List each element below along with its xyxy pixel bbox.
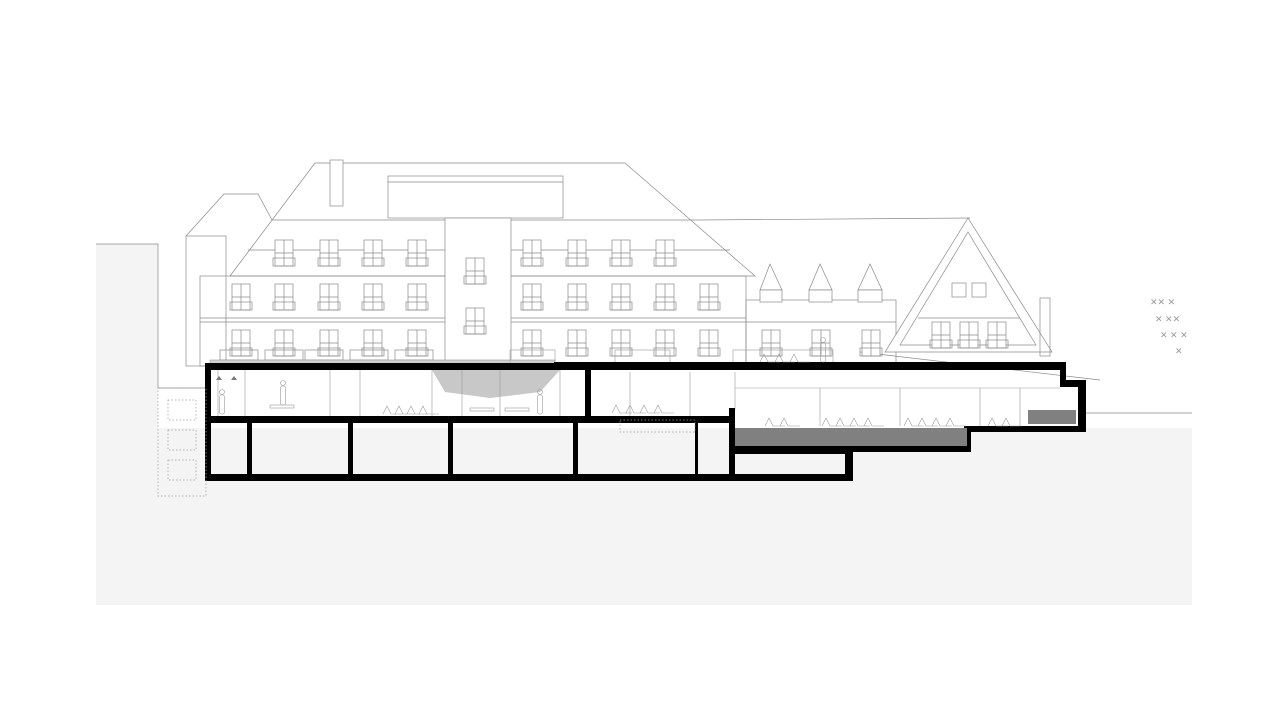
window-icon xyxy=(985,321,1009,349)
window-icon xyxy=(859,329,883,357)
lounger-icon xyxy=(394,405,415,415)
window-icon xyxy=(971,282,987,298)
lounger-icon xyxy=(764,417,785,427)
window-icon xyxy=(609,239,633,267)
lounger-icon xyxy=(903,417,924,427)
window-icon xyxy=(405,239,429,267)
stair-core xyxy=(157,387,696,497)
pendant-lamp-icon xyxy=(231,376,237,380)
pool-water xyxy=(735,428,967,446)
window-icon xyxy=(697,283,721,311)
lounger-icon xyxy=(774,353,795,363)
lounger-icon xyxy=(759,353,780,363)
window-icon xyxy=(361,239,385,267)
window-icon xyxy=(759,329,783,357)
tree-symbol-icon: ✕ ✕✕ xyxy=(1155,314,1180,324)
window-icon xyxy=(272,329,296,357)
window-icon xyxy=(609,329,633,357)
lounger-icon xyxy=(789,353,810,363)
window-icon xyxy=(229,283,253,311)
dormer-row xyxy=(759,263,883,303)
tree-symbols: ✕✕ ✕ ✕ ✕✕ ✕ ✕ ✕ ✕ xyxy=(1150,297,1188,356)
window-icon xyxy=(565,329,589,357)
lounger-icon xyxy=(418,405,439,415)
lounger-icon xyxy=(945,417,966,427)
lounger-icon xyxy=(1001,417,1022,427)
tree-symbol-icon: ✕ xyxy=(1175,346,1183,356)
window-icon xyxy=(272,239,296,267)
window-icon xyxy=(405,329,429,357)
lounger-icon xyxy=(639,404,660,414)
window-icon xyxy=(951,282,967,298)
neighbouring-wall-outline xyxy=(96,243,205,389)
lounger-icon xyxy=(863,417,884,427)
ground-fill xyxy=(96,428,1192,605)
window-icon xyxy=(317,329,341,357)
window-icon xyxy=(317,239,341,267)
window-icon xyxy=(463,307,487,335)
window-icon xyxy=(653,239,677,267)
window-icon xyxy=(361,329,385,357)
neighbouring-wall-left xyxy=(96,244,158,428)
window-icon xyxy=(653,329,677,357)
window-icon xyxy=(229,329,253,357)
window-icon xyxy=(361,283,385,311)
lounger-icon xyxy=(917,417,938,427)
window-icon xyxy=(957,321,981,349)
window-icon xyxy=(697,329,721,357)
tree-symbol-icon: ✕✕ ✕ xyxy=(1150,297,1175,307)
hotel-windows xyxy=(219,239,1009,361)
section-cut xyxy=(205,362,1086,481)
window-icon xyxy=(463,257,487,285)
whirlpool-water xyxy=(1028,410,1076,424)
furniture-layer xyxy=(216,337,1022,427)
window-icon xyxy=(609,283,633,311)
window-icon xyxy=(405,283,429,311)
window-icon xyxy=(520,329,544,357)
window-icon xyxy=(653,283,677,311)
lounger-icon xyxy=(611,404,632,414)
lounger-icon xyxy=(406,405,427,415)
roof-terrace xyxy=(209,349,834,365)
lounger-icon xyxy=(653,404,674,414)
window-icon xyxy=(929,321,953,349)
lounger-icon xyxy=(987,417,1008,427)
glass-facade-tint xyxy=(432,370,560,398)
lounger-icon xyxy=(835,417,856,427)
table-icon xyxy=(504,407,530,412)
window-icon xyxy=(520,239,544,267)
lounger-icon xyxy=(382,405,403,415)
window-icon xyxy=(565,239,589,267)
pendant-lamp-icon xyxy=(216,376,222,380)
window-icon xyxy=(565,283,589,311)
lounger-icon xyxy=(625,404,646,414)
tree-symbol-icon: ✕ ✕ ✕ xyxy=(1160,330,1188,340)
window-icon xyxy=(272,283,296,311)
person-figure-icon xyxy=(280,380,286,406)
window-icon xyxy=(520,283,544,311)
lounger-icon xyxy=(849,417,870,427)
table-icon xyxy=(269,404,295,409)
lounger-icon xyxy=(821,417,842,427)
lounger-icon xyxy=(931,417,952,427)
lounger-icon xyxy=(779,417,800,427)
person-figure-icon xyxy=(219,389,225,415)
window-icon xyxy=(809,329,833,357)
table-icon xyxy=(469,407,495,412)
person-figure-icon xyxy=(820,337,826,363)
window-icon xyxy=(317,283,341,311)
person-figure-icon xyxy=(537,389,543,415)
